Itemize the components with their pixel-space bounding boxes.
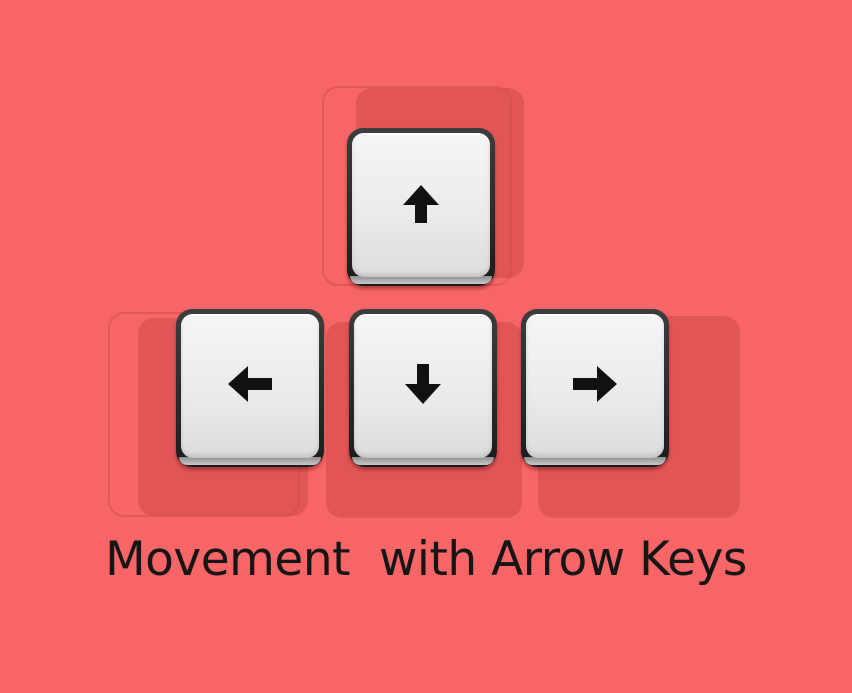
arrow-right-key[interactable] <box>521 309 669 467</box>
arrow-up-icon <box>403 185 439 223</box>
arrow-left-key[interactable] <box>176 309 324 467</box>
arrow-down-key[interactable] <box>349 309 497 467</box>
arrow-down-icon <box>405 364 441 404</box>
arrow-left-icon <box>228 366 272 402</box>
arrow-right-icon <box>573 366 617 402</box>
caption: Movement with Arrow Keys <box>105 532 747 587</box>
arrow-up-key[interactable] <box>347 128 495 286</box>
